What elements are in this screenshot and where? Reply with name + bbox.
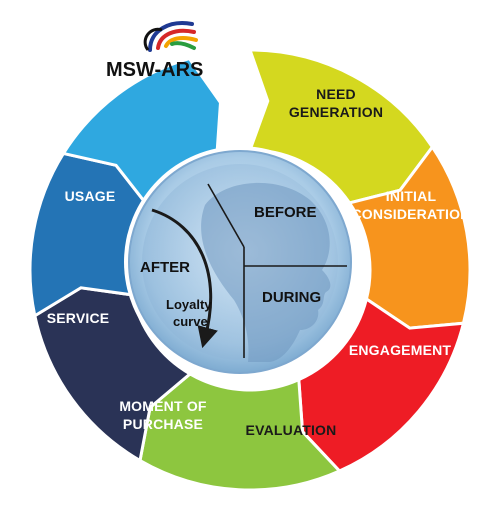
segment-label-line: MOMENT OF — [119, 398, 207, 414]
loyalty-curve-arrow-icon — [151, 208, 218, 349]
segment-label-line: EVALUATION — [246, 422, 337, 438]
segment-evaluation — [138, 372, 343, 492]
segment-label-usage: USAGE — [65, 188, 116, 204]
divider-line-before — [207, 183, 245, 248]
logo-swoosh-stroke — [170, 41, 196, 50]
segment-label-initial-consideration: INITIAL CONSIDERATION — [351, 188, 470, 222]
logo-swoosh-stroke — [156, 28, 196, 50]
segment-label-line: SERVICE — [47, 310, 110, 326]
segment-label-engagement: ENGAGEMENT — [349, 342, 452, 358]
segment-label-line: GENERATION — [289, 104, 383, 120]
during-label: DURING — [262, 289, 321, 306]
logo-text: MSW-ARS — [106, 59, 203, 81]
segment-label-line: PURCHASE — [123, 416, 203, 432]
segment-moment-of-purchase — [33, 286, 193, 463]
segment-label-line: NEED — [316, 86, 356, 102]
segment-engagement — [297, 296, 466, 473]
segment-label-line: INITIAL — [386, 188, 437, 204]
segment-label-line: ENGAGEMENT — [349, 342, 452, 358]
segment-label-line: USAGE — [65, 188, 116, 204]
logo-e-stroke — [143, 27, 163, 51]
after-label: AFTER — [140, 259, 190, 276]
logo-swoosh-stroke — [148, 21, 194, 52]
segments-group: NEED GENERATION INITIAL CONSIDERATION ENGAGE… — [28, 48, 472, 492]
segment-initial-consideration — [347, 144, 472, 330]
segment-label-service: SERVICE — [47, 310, 110, 326]
before-label: BEFORE — [254, 204, 317, 221]
segment-label-evaluation: EVALUATION — [246, 422, 337, 438]
segment-label-line: CONSIDERATION — [351, 206, 470, 222]
segment-need-generation — [247, 48, 435, 205]
segment-label-moment-of-purchase: MOMENT OF PURCHASE — [119, 398, 207, 432]
loyalty-label-line2: curve — [173, 314, 208, 329]
segment-label-need-generation: NEED GENERATION — [289, 86, 383, 120]
logo-swoosh-stroke — [164, 36, 198, 48]
msw-ars-logo: MSW-ARS — [106, 21, 203, 81]
logo-swoosh-icon — [143, 21, 198, 52]
loyalty-label-line1: Loyalty — [166, 297, 212, 312]
